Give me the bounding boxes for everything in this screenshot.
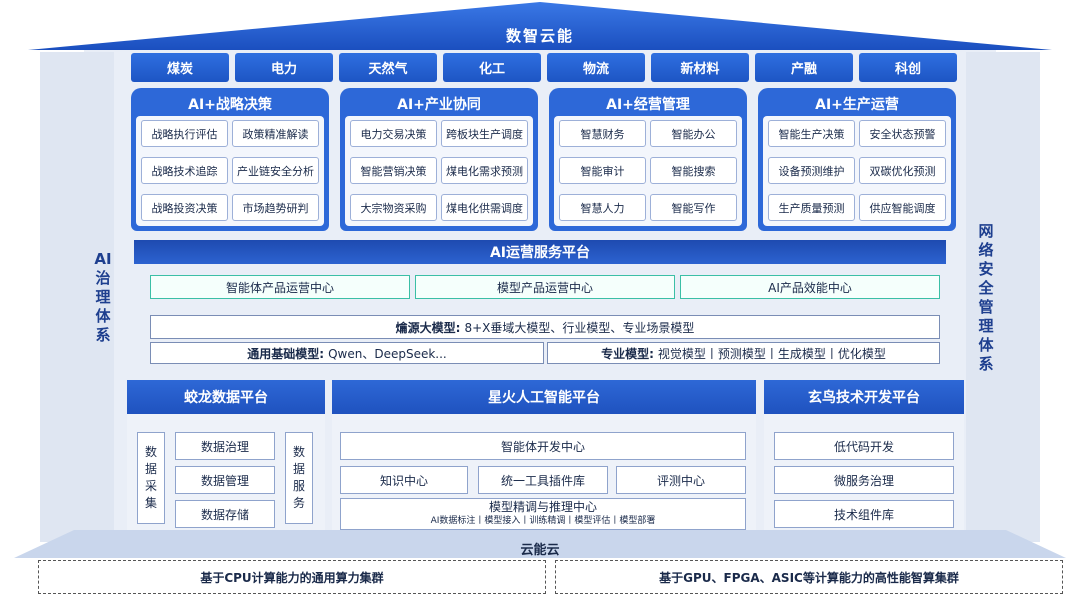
industry-tag: 产融 — [755, 53, 853, 82]
ai-item: 市场趋势研判 — [232, 194, 319, 221]
data-platform: 蛟龙数据平台 数据采集 数据治理 数据管理 数据存储 数据服务 — [127, 380, 325, 536]
data-item: 数据管理 — [175, 466, 275, 494]
ai-item: 电力交易决策 — [350, 120, 437, 147]
ai-group-title: AI+产业协同 — [397, 97, 481, 113]
model-tuning-sub: AI数据标注丨模型接入丨训练精调丨模型评估丨模型部署 — [430, 516, 656, 526]
model-tuning-title: 模型精调与推理中心 — [488, 500, 597, 514]
ai-group-title: AI+战略决策 — [188, 97, 272, 113]
ai-item: 大宗物资采购 — [350, 194, 437, 221]
ai-group-title: AI+经营管理 — [606, 97, 690, 113]
ai-item: 智能营销决策 — [350, 157, 437, 184]
main-model-text: 8+X垂域大模型、行业模型、专业场景模型 — [464, 320, 695, 335]
ai-item: 双碳优化预测 — [859, 157, 946, 184]
industry-tag: 科创 — [859, 53, 957, 82]
ops-center: 模型产品运营中心 — [415, 275, 675, 299]
ai-item: 安全状态预警 — [859, 120, 946, 147]
industry-tag: 电力 — [235, 53, 333, 82]
tech-item: 低代码开发 — [774, 432, 954, 460]
ai-platform: 星火人工智能平台 智能体开发中心 知识中心 统一工具插件库 评测中心 模型精调与… — [332, 380, 756, 536]
tech-platform-title: 玄鸟技术开发平台 — [764, 380, 964, 414]
ops-platform-title: AI运营服务平台 — [134, 240, 946, 264]
ai-item: 智能审计 — [559, 157, 646, 184]
main-model-label: 爚源大模型: — [395, 320, 461, 335]
ai-item: 煤电化供需调度 — [441, 194, 528, 221]
general-model-text: Qwen、DeepSeek... — [328, 346, 447, 361]
base-title: 云能云 — [520, 543, 560, 558]
base-roof-shape — [14, 530, 1066, 558]
ai-item: 战略技术追踪 — [141, 157, 228, 184]
special-model-label: 专业模型: — [601, 346, 654, 361]
ai-item: 战略投资决策 — [141, 194, 228, 221]
gpu-cluster: 基于GPU、FPGA、ASIC等计算能力的高性能智算集群 — [555, 560, 1063, 594]
ai-governance-label: AI治理体系 — [94, 250, 112, 344]
tech-item: 微服务治理 — [774, 466, 954, 494]
industry-tag: 物流 — [547, 53, 645, 82]
evaluation-center: 评测中心 — [616, 466, 746, 494]
agent-dev-center: 智能体开发中心 — [340, 432, 746, 460]
industry-tag: 天然气 — [339, 53, 437, 82]
data-platform-title: 蛟龙数据平台 — [127, 380, 325, 414]
general-model-row: 通用基础模型: Qwen、DeepSeek... — [150, 342, 544, 364]
special-model-row: 专业模型: 视觉模型丨预测模型丨生成模型丨优化模型 — [547, 342, 940, 364]
ai-platform-title: 星火人工智能平台 — [332, 380, 756, 414]
ai-item: 智能生产决策 — [768, 120, 855, 147]
tech-item: 技术组件库 — [774, 500, 954, 528]
ai-item: 智慧财务 — [559, 120, 646, 147]
cpu-cluster: 基于CPU计算能力的通用算力集群 — [38, 560, 546, 594]
ai-item: 设备预测维护 — [768, 157, 855, 184]
knowledge-center: 知识中心 — [340, 466, 468, 494]
ai-item: 智能写作 — [650, 194, 737, 221]
ai-item: 供应智能调度 — [859, 194, 946, 221]
industry-tag: 煤炭 — [131, 53, 229, 82]
ai-item: 产业链安全分析 — [232, 157, 319, 184]
special-model-text: 视觉模型丨预测模型丨生成模型丨优化模型 — [657, 346, 886, 361]
ai-item: 跨板块生产调度 — [441, 120, 528, 147]
industry-tag: 化工 — [443, 53, 541, 82]
network-security-label: 网络安全管理体系 — [978, 222, 994, 373]
roof-shape — [28, 2, 1052, 50]
model-tuning-center: 模型精调与推理中心 AI数据标注丨模型接入丨训练精调丨模型评估丨模型部署 — [340, 498, 746, 530]
ai-item: 智慧人力 — [559, 194, 646, 221]
industry-tag: 新材料 — [651, 53, 749, 82]
ai-group-industry: AI+产业协同 电力交易决策 跨板块生产调度 智能营销决策 煤电化需求预测 大宗… — [340, 88, 538, 231]
ai-item: 煤电化需求预测 — [441, 157, 528, 184]
general-model-label: 通用基础模型: — [247, 346, 325, 361]
ai-item: 智能搜索 — [650, 157, 737, 184]
ops-center: AI产品效能中心 — [680, 275, 940, 299]
ai-group-title: AI+生产运营 — [815, 97, 899, 113]
ai-item: 政策精准解读 — [232, 120, 319, 147]
main-model-row: 爚源大模型: 8+X垂域大模型、行业模型、专业场景模型 — [150, 315, 940, 339]
tool-plugin-library: 统一工具插件库 — [478, 466, 608, 494]
data-item: 数据治理 — [175, 432, 275, 460]
page-title: 数智云能 — [505, 27, 574, 45]
ai-group-management: AI+经营管理 智慧财务 智能办公 智能审计 智能搜索 智慧人力 智能写作 — [549, 88, 747, 231]
ai-group-strategy: AI+战略决策 战略执行评估 政策精准解读 战略技术追踪 产业链安全分析 战略投… — [131, 88, 329, 231]
data-service-box: 数据服务 — [285, 432, 313, 524]
ai-group-production: AI+生产运营 智能生产决策 安全状态预警 设备预测维护 双碳优化预测 生产质量… — [758, 88, 956, 231]
ops-center: 智能体产品运营中心 — [150, 275, 410, 299]
ai-item: 智能办公 — [650, 120, 737, 147]
tech-platform: 玄鸟技术开发平台 低代码开发 微服务治理 技术组件库 — [764, 380, 964, 536]
ai-item: 生产质量预测 — [768, 194, 855, 221]
data-collect-box: 数据采集 — [137, 432, 165, 524]
right-pillar — [966, 52, 1040, 542]
data-item: 数据存储 — [175, 500, 275, 528]
left-pillar — [40, 52, 114, 542]
ai-item: 战略执行评估 — [141, 120, 228, 147]
